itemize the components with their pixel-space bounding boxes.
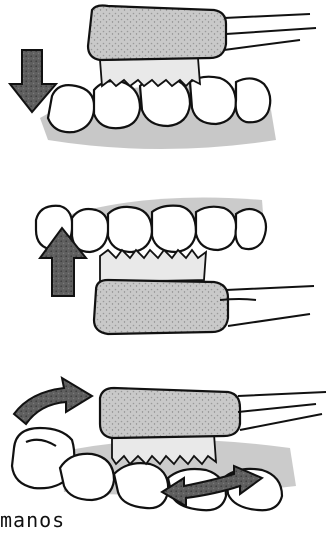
brush-handle-1	[224, 14, 316, 50]
brush-handle-3	[238, 392, 326, 430]
press-down-arrow-icon	[10, 50, 56, 112]
panel-1-press-down	[10, 6, 316, 150]
brush-head-3	[100, 388, 240, 438]
panel-3-rotate	[12, 378, 326, 510]
bristles-2	[100, 250, 206, 282]
caption-fragment: manos	[0, 508, 71, 533]
brush-head-2	[94, 280, 228, 334]
bristles-1	[100, 58, 200, 86]
brush-head-1	[88, 6, 226, 61]
rotate-arrow-upper-icon	[14, 378, 92, 424]
panel-2-press-up	[36, 198, 314, 335]
brush-handle-2	[220, 286, 314, 326]
